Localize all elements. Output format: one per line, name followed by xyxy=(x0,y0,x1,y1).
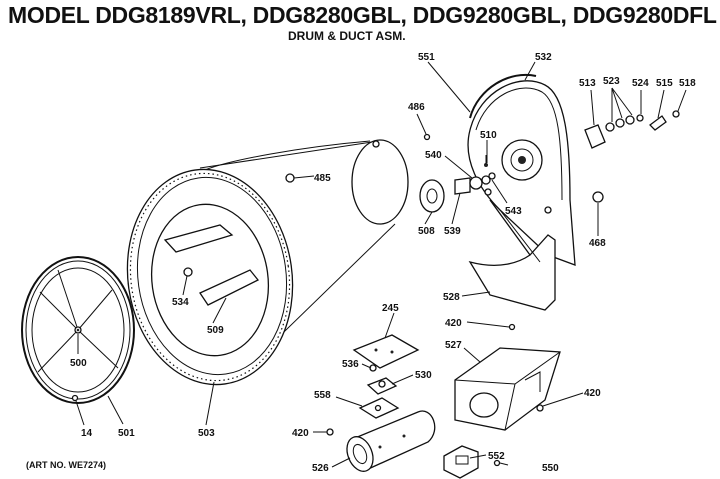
art-number: (ART NO. WE7274) xyxy=(26,460,107,470)
callout-526: 526 xyxy=(312,463,329,474)
rear-bulkhead xyxy=(467,73,576,266)
sensor xyxy=(443,445,479,479)
callout-501: 501 xyxy=(118,428,135,439)
callout-420-left: 420 xyxy=(292,428,309,439)
thermostat xyxy=(366,377,398,395)
drum-roller-assembly xyxy=(419,155,496,213)
duct-upper xyxy=(454,347,561,431)
callout-528: 528 xyxy=(443,292,460,303)
callout-552: 552 xyxy=(488,451,505,462)
callout-509: 509 xyxy=(207,325,224,336)
callout-485: 485 xyxy=(314,173,331,184)
callout-524: 524 xyxy=(632,78,649,89)
callout-558: 558 xyxy=(314,390,331,401)
gasket-clip xyxy=(71,394,79,402)
callout-503: 503 xyxy=(198,428,215,439)
callout-530: 530 xyxy=(415,370,432,381)
mounting-plate xyxy=(352,334,420,369)
callout-534: 534 xyxy=(172,297,189,308)
callout-515: 515 xyxy=(656,78,673,89)
callout-518: 518 xyxy=(679,78,696,89)
callout-500: 500 xyxy=(70,358,87,369)
callout-510: 510 xyxy=(480,130,497,141)
drum xyxy=(126,139,409,386)
callout-508: 508 xyxy=(418,226,435,237)
callout-468: 468 xyxy=(589,238,606,249)
callout-486: 486 xyxy=(408,102,425,113)
callout-420-right: 420 xyxy=(584,388,601,399)
page-title: MODEL DDG8189VRL, DDG8280GBL, DDG9280GBL… xyxy=(8,2,717,28)
callout-536: 536 xyxy=(342,359,359,370)
callout-labels: 551 532 486 513 523 524 515 518 510 540 … xyxy=(70,52,696,474)
leader-lines xyxy=(75,61,687,468)
callout-513: 513 xyxy=(579,78,596,89)
heater-bracket xyxy=(358,397,400,419)
callout-540: 540 xyxy=(425,150,442,161)
callout-245: 245 xyxy=(382,303,399,314)
duct-lower xyxy=(468,199,556,311)
callout-532: 532 xyxy=(535,52,552,63)
callout-14: 14 xyxy=(81,428,93,439)
callout-543: 543 xyxy=(505,206,522,217)
callout-523: 523 xyxy=(603,76,620,87)
callout-550: 550 xyxy=(542,463,559,474)
callout-527: 527 xyxy=(445,340,462,351)
bearing-hardware xyxy=(584,110,680,203)
callout-420-top: 420 xyxy=(445,318,462,329)
heater-tube xyxy=(346,410,436,472)
door-gasket-ring xyxy=(21,256,135,404)
callout-551: 551 xyxy=(418,52,435,63)
callout-539: 539 xyxy=(444,226,461,237)
page-subtitle: DRUM & DUCT ASM. xyxy=(288,29,406,43)
screws xyxy=(326,133,544,467)
